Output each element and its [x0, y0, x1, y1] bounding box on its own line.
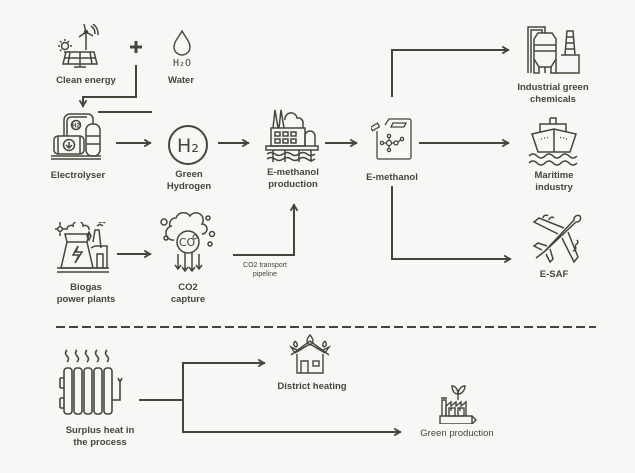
edge-emethanol-to-chemicals	[391, 50, 508, 97]
water-drop-icon: H₂O	[170, 30, 194, 68]
maritime-label: Maritime industry	[534, 170, 574, 193]
radiator-icon	[58, 348, 130, 420]
jerrycan-molecule-icon	[371, 117, 413, 161]
airplane-icon	[530, 212, 584, 266]
solar-wind-icon	[56, 24, 104, 68]
chemical-plant-icon	[525, 25, 581, 75]
clean-energy-label: Clean energy	[56, 75, 116, 86]
industrial-chemicals-label: Industrial green chemicals	[517, 82, 589, 105]
edge-emethanol-to-esaf	[391, 186, 510, 259]
offshore-plant-icon	[265, 106, 319, 162]
co2-capture-icon: CO	[160, 212, 216, 272]
plus-icon	[129, 40, 143, 54]
electrolyser-icon: H2	[50, 112, 102, 162]
green-hydrogen-label: Green Hydrogen	[166, 169, 212, 192]
power-plant-icon	[55, 222, 109, 274]
hydrogen-icon: H₂	[167, 124, 209, 166]
svg-text:H2: H2	[72, 124, 80, 130]
ship-icon	[528, 116, 580, 166]
edge-heat-to-district	[182, 363, 264, 433]
edge-inputs-to-electrolyser	[83, 65, 137, 106]
esaf-label: E-SAF	[539, 269, 569, 280]
green-production-label: Green production	[420, 428, 494, 439]
emethanol-production-label: E-methanol production	[267, 167, 319, 190]
electrolyser-label: Electrolyser	[50, 170, 106, 181]
water-formula: H₂O	[173, 58, 191, 68]
district-heating-label: District heating	[277, 381, 347, 392]
water-label: Water	[167, 75, 195, 86]
co2-symbol: CO	[179, 236, 196, 249]
edge-co2-pipeline	[233, 205, 294, 256]
co2-capture-label: CO2 capture	[170, 282, 206, 305]
emethanol-label: E-methanol	[366, 172, 418, 183]
surplus-heat-label: Surplus heat in the process	[65, 425, 135, 448]
pipeline-label: CO2 transport pipeline	[243, 262, 287, 278]
hydrogen-symbol: H₂	[177, 135, 199, 157]
green-factory-icon	[438, 384, 478, 424]
biogas-label: Biogas power plants	[56, 282, 116, 305]
house-fire-icon	[289, 333, 331, 375]
